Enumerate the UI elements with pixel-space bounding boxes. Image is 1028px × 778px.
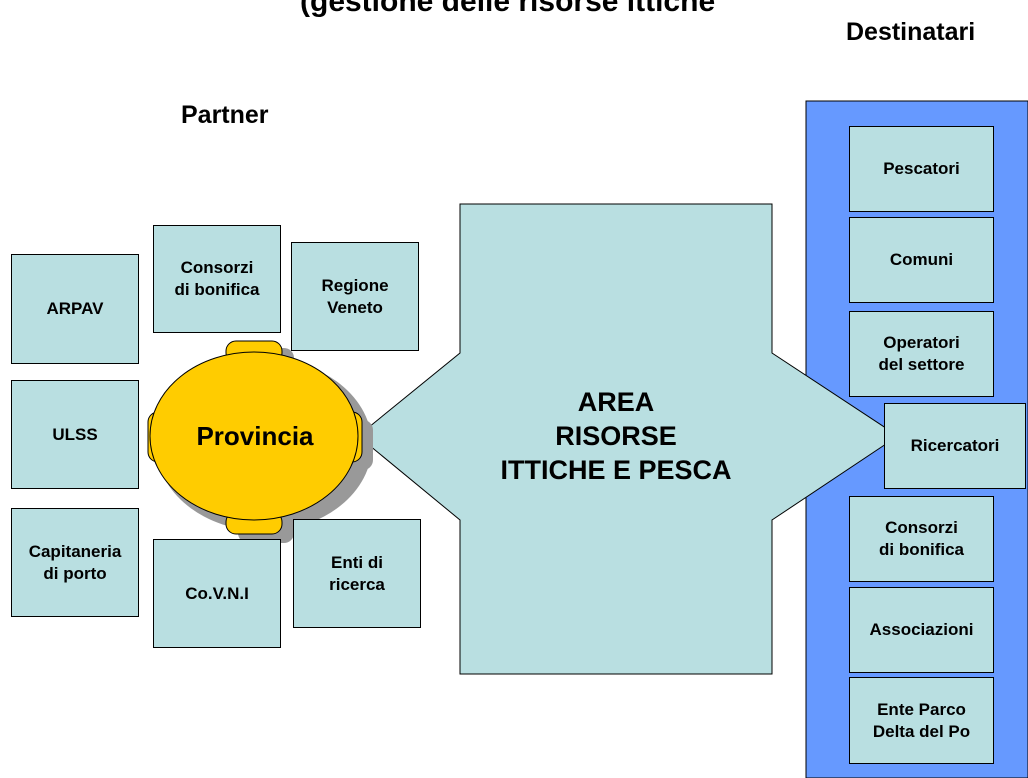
partner-box-covni: Co.V.N.I [153, 539, 281, 648]
partner-box-arpav: ARPAV [11, 254, 139, 364]
dest-box-consorzi: Consorzi di bonifica [849, 496, 994, 582]
dest-box-pescatori: Pescatori [849, 126, 994, 212]
diagram-title: (gestione delle risorse ittiche [300, 0, 716, 18]
destinatari-heading: Destinatari [846, 18, 976, 46]
partner-box-regione: Regione Veneto [291, 242, 419, 351]
partner-box-consorzi: Consorzi di bonifica [153, 225, 281, 333]
hub-shape [147, 340, 363, 535]
hub-label: Provincia [196, 420, 314, 451]
partner-box-capitaneria: Capitaneria di porto [11, 508, 139, 617]
partner-box-enti: Enti di ricerca [293, 519, 421, 628]
dest-box-associazioni: Associazioni [849, 587, 994, 673]
center-label: AREA RISORSE ITTICHE E PESCA [500, 387, 732, 485]
dest-box-operatori: Operatori del settore [849, 311, 994, 397]
partner-box-ulss: ULSS [11, 380, 139, 489]
partner-heading: Partner [181, 101, 269, 129]
dest-box-ente-parco: Ente Parco Delta del Po [849, 677, 994, 764]
dest-box-comuni: Comuni [849, 217, 994, 303]
center-double-arrow [357, 203, 899, 675]
dest-box-ricercatori: Ricercatori [884, 403, 1026, 489]
